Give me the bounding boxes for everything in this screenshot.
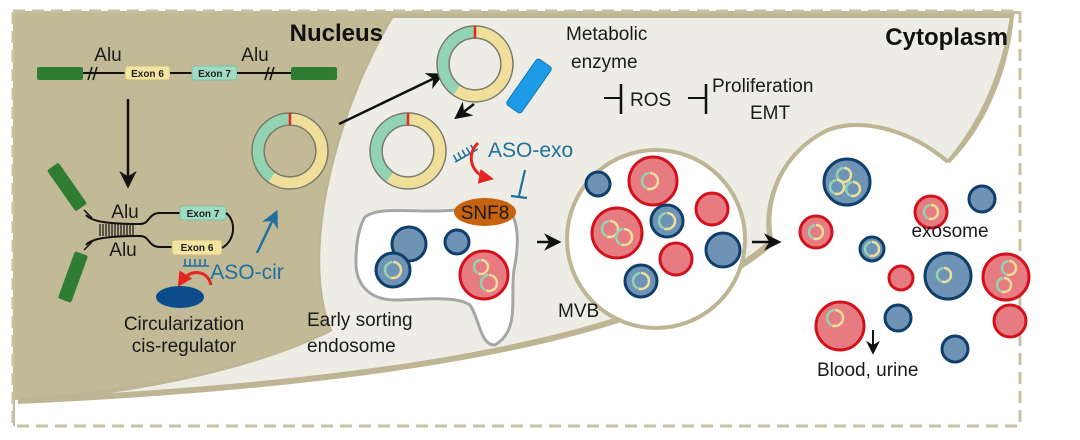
vesicle-red xyxy=(458,249,510,301)
vesicle-red xyxy=(981,252,1031,302)
aso-cir-arrow xyxy=(255,209,278,254)
hairpin-alu-bottom-label: Alu xyxy=(109,240,136,261)
circrna-cytoplasm-mid xyxy=(369,112,447,190)
hairpin-exon7-label: Exon 7 xyxy=(187,209,220,220)
metabolic-enzyme xyxy=(506,58,552,114)
vesicle-red xyxy=(887,264,915,292)
vesicle-blue xyxy=(967,184,997,214)
circrna-exon6-segment xyxy=(453,26,513,102)
circrna-nucleus xyxy=(251,112,329,190)
aso-cir-oligo xyxy=(183,259,209,267)
aso-cir-label: ASO-cir xyxy=(210,261,284,284)
flanking-exon-left xyxy=(37,67,83,80)
vesicle-blue xyxy=(704,231,742,269)
early-sorting-label-line1: Early sorting xyxy=(307,310,413,331)
exon6-label: Exon 6 xyxy=(131,69,164,80)
alu-left-label: Alu xyxy=(94,45,121,66)
flanking-exon-right xyxy=(291,67,337,80)
exon7-label: Exon 7 xyxy=(198,69,231,80)
proliferation-label: Proliferation xyxy=(712,76,813,97)
vesicle-red xyxy=(814,300,866,352)
circrna-exon7-segment xyxy=(370,113,409,183)
aso-exo-oligo xyxy=(452,144,479,163)
metabolic-label-line1: Metabolic xyxy=(566,24,647,45)
snf8-label: SNF8 xyxy=(461,203,510,224)
vesicle-red xyxy=(590,206,644,260)
alu-right-label: Alu xyxy=(241,45,268,66)
vesicle-red xyxy=(992,303,1028,339)
vesicle-blue xyxy=(374,251,412,289)
vesicle-blue xyxy=(940,334,970,364)
circularization-regulator-protein xyxy=(156,286,204,308)
ros-label: ROS xyxy=(630,90,671,111)
multivesicular-body xyxy=(565,148,747,330)
flanking-exon-bottom xyxy=(58,251,88,303)
vesicle-blue xyxy=(923,251,973,301)
mvb-vesicles xyxy=(584,155,742,299)
hairpin-alu-top-label: Alu xyxy=(111,202,138,223)
blood-urine-label: Blood, urine xyxy=(817,360,918,381)
hairpin-exon6-label: Exon 6 xyxy=(181,243,214,254)
sorting-arrow xyxy=(454,101,475,120)
red-curved-arrow-nucleus xyxy=(177,270,213,288)
circrna-exon7-segment xyxy=(252,113,291,183)
vesicle-red xyxy=(913,194,949,230)
vesicle-blue xyxy=(443,228,471,256)
endosome-vesicles xyxy=(374,225,510,301)
vesicle-blue xyxy=(623,263,659,299)
flanking-exon-top xyxy=(47,163,87,211)
emt-label: EMT xyxy=(750,103,791,124)
circrna-cytoplasm-top xyxy=(436,25,514,103)
gene-structure: Exon 6 Exon 7 Alu Alu xyxy=(37,45,337,81)
aso-exo-label: ASO-exo xyxy=(488,139,573,162)
circrna-exon6-segment xyxy=(386,113,446,189)
exosome-label: exosome xyxy=(911,221,988,242)
red-curved-arrow-snf8 xyxy=(469,141,494,184)
early-sorting-label-line2: endosome xyxy=(307,336,396,357)
export-arrow xyxy=(338,73,445,126)
vesicle-blue xyxy=(584,170,612,198)
circrna-exon7-segment xyxy=(437,26,476,96)
vesicle-red xyxy=(694,191,730,227)
vesicle-blue xyxy=(858,235,886,263)
mvb-label: MVB xyxy=(558,301,599,322)
snf8-protein xyxy=(454,198,516,226)
aso-exo-inhibition xyxy=(517,169,527,197)
vesicle-blue xyxy=(883,303,913,333)
vesicle-red xyxy=(798,214,834,250)
vesicle-red xyxy=(658,241,694,277)
ros-inhibition: ROS Proliferation EMT xyxy=(604,76,813,124)
cytoplasm-label: Cytoplasm xyxy=(885,24,1008,51)
vesicle-red xyxy=(627,155,679,207)
circrna-exon6-segment xyxy=(268,113,328,189)
circularization-label-line2: cis-regulator xyxy=(132,336,237,357)
metabolic-label-line2: enzyme xyxy=(571,52,638,73)
vesicle-blue xyxy=(649,203,685,239)
alu-hairpin: Exon 7 Exon 6 Alu Alu xyxy=(47,163,234,303)
exosome-vesicles xyxy=(798,157,1031,364)
nucleus-label: Nucleus xyxy=(290,20,383,47)
circularization-label-line1: Circularization xyxy=(124,314,244,335)
vesicle-blue xyxy=(822,157,872,207)
